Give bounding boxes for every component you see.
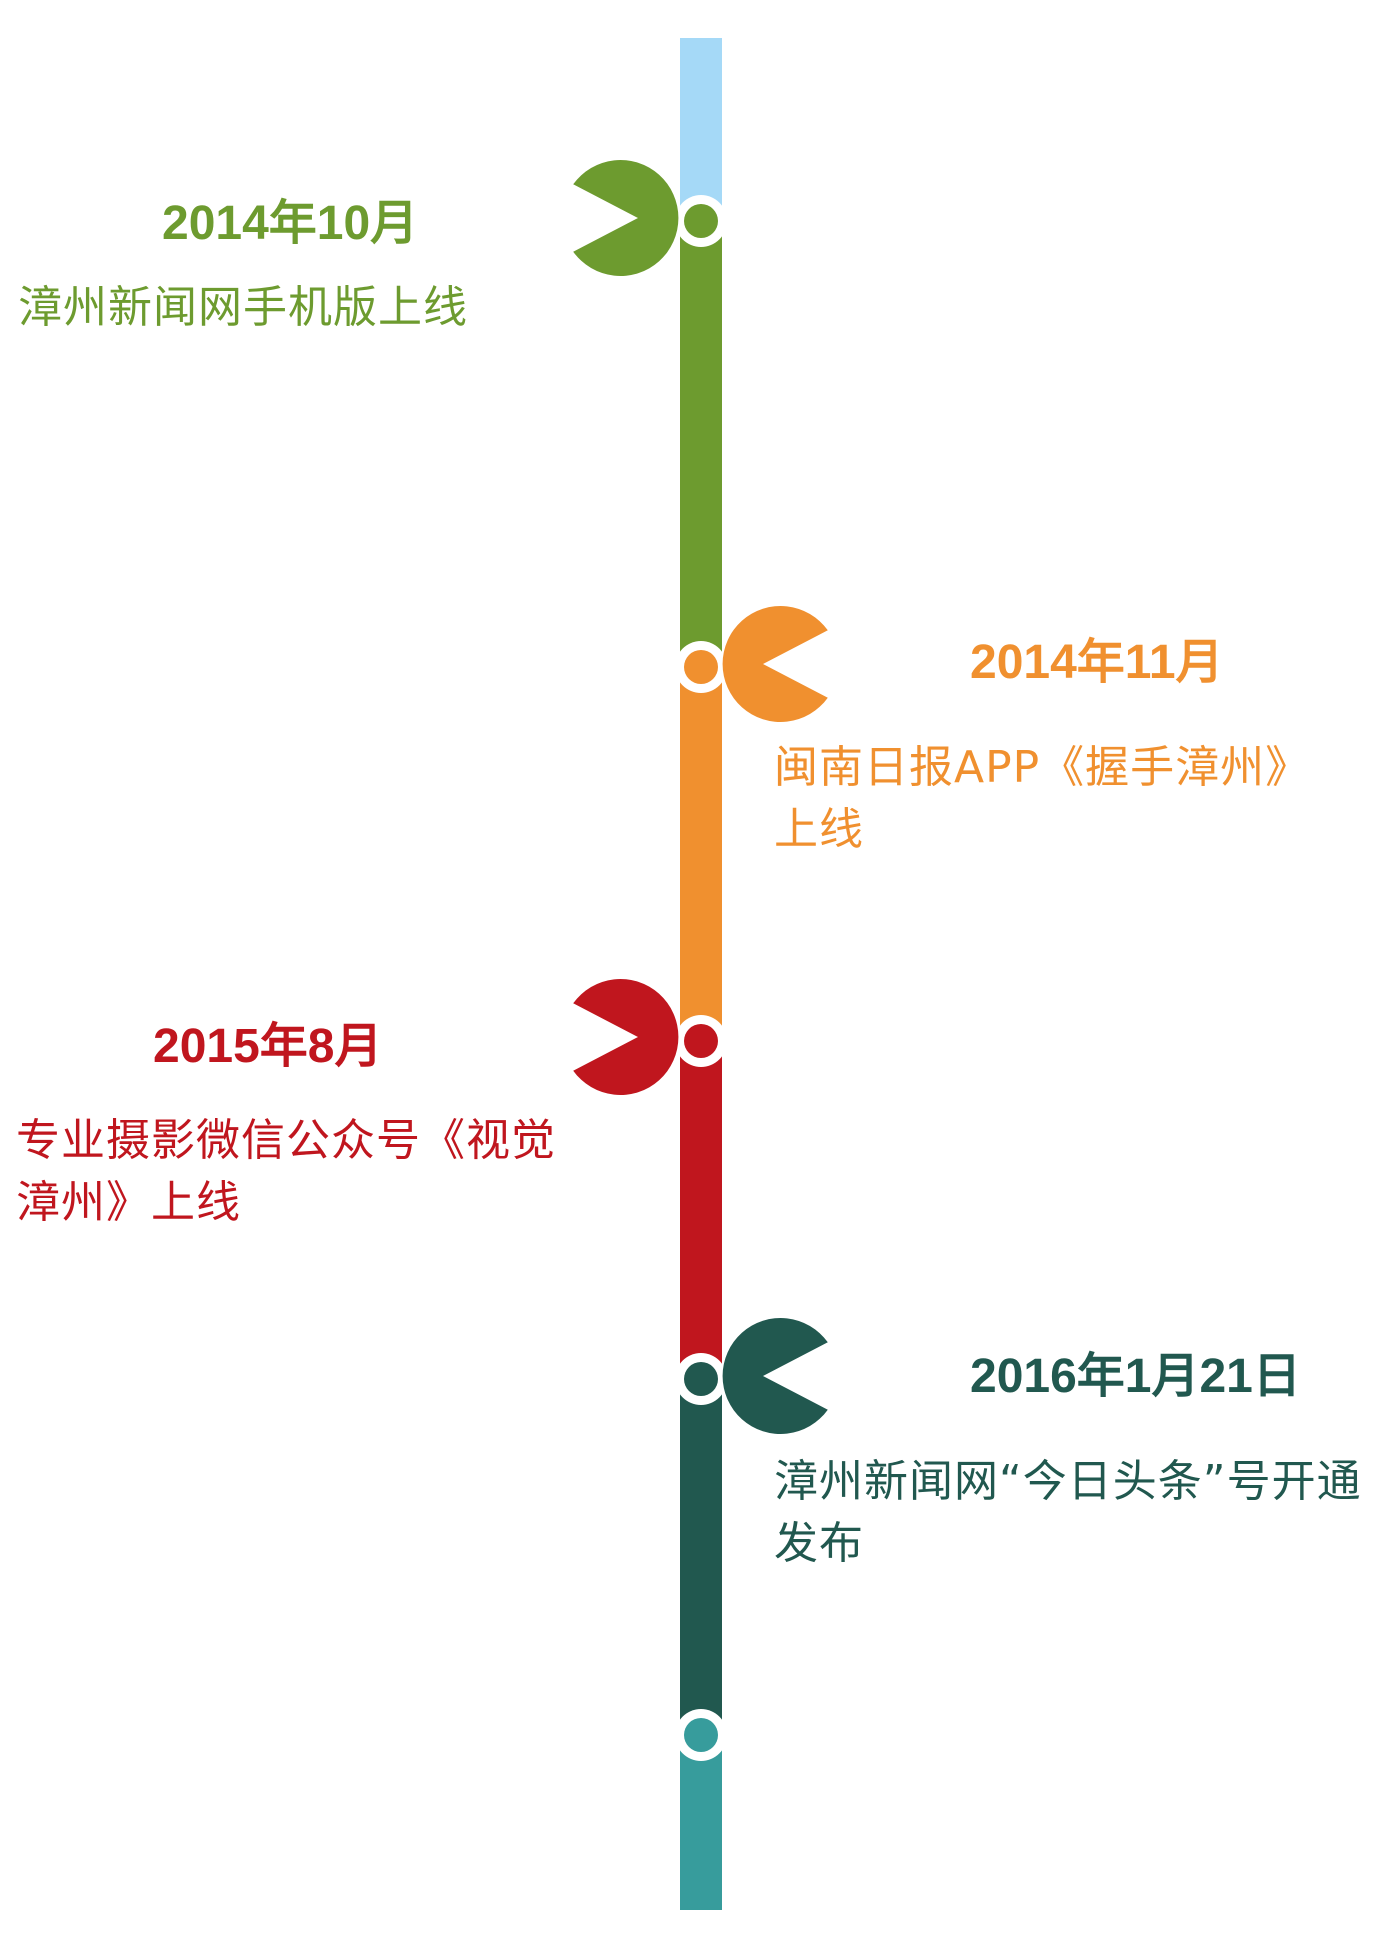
map-pin-hole — [486, 174, 574, 262]
timeline-top-cap — [680, 38, 722, 221]
map-pin-hole — [486, 993, 574, 1081]
event-date: 2016年1月21日 — [970, 1350, 1301, 1403]
event-date: 2014年10月 — [162, 197, 419, 250]
map-pin-hole — [827, 620, 915, 708]
timeline-segment-3 — [680, 1041, 722, 1379]
timeline-node-dot — [684, 1362, 718, 1396]
timeline-node-dot — [684, 1024, 718, 1058]
map-pin-icon — [722, 605, 828, 722]
map-pin-icon — [573, 160, 679, 276]
timeline-node-dot — [684, 650, 718, 684]
timeline-node-dot — [684, 204, 718, 238]
timeline-segment-4 — [680, 1379, 722, 1735]
event-date: 2014年11月 — [970, 636, 1224, 689]
map-pin-hole — [827, 1332, 915, 1420]
event-date: 2015年8月 — [153, 1020, 383, 1073]
map-pin-icon — [573, 979, 679, 1095]
event-description: 漳州新闻网“今日头条”号开通发布 — [774, 1456, 1362, 1569]
event-description: 闽南日报APP《握手漳州》上线 — [774, 742, 1311, 855]
event-description: 漳州新闻网手机版上线 — [18, 282, 468, 333]
timeline-bottom-cap — [680, 1735, 722, 1910]
map-pin-icon — [722, 1318, 828, 1434]
event-description: 专业摄影微信公众号《视觉漳州》上线 — [16, 1115, 556, 1228]
timeline-node-dot — [684, 1718, 718, 1752]
timeline-segment-1 — [680, 221, 722, 667]
timeline-segment-2 — [680, 667, 722, 1041]
